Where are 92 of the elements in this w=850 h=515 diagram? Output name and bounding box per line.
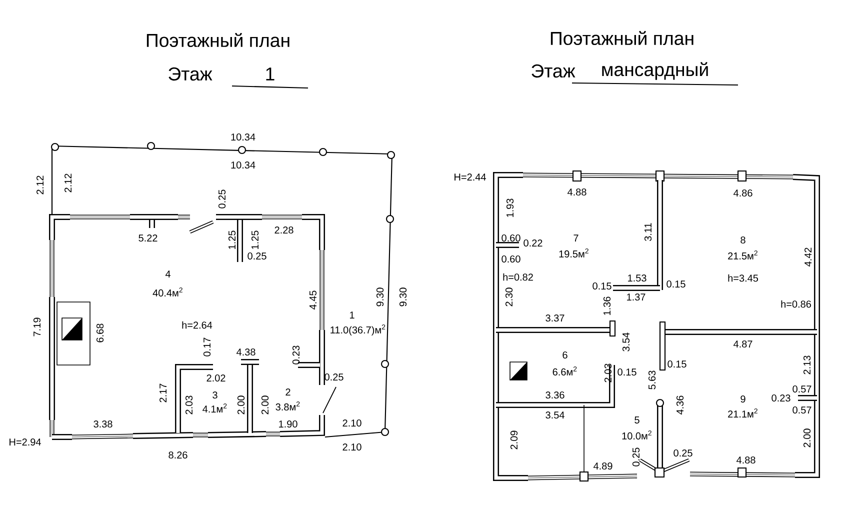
room-area: 10.0м$^{2}$ [622,430,652,440]
heading: Поэтажный план [550,30,694,46]
dimension-label: 2.00 [803,428,811,448]
dimension-label: 4.89 [594,462,612,470]
dimension-label: 9.30 [376,288,384,306]
dimension-label: 9.30 [399,288,407,306]
dimension-label: 2.00 [237,396,245,414]
dimension-label: 0.17 [203,338,211,356]
room-number: 4 [165,270,170,278]
dimension-label: 0.15 [666,280,686,288]
dimension-label: 2.10 [342,443,362,451]
dimension-label: 10.34 [231,133,256,141]
room-area: 21.1м$^{2}$ [728,408,758,418]
dimension-label: 1.90 [279,420,298,428]
room-number: 9 [740,395,746,403]
dimension-label: 1.37 [627,293,646,301]
dimension-label: 3.11 [644,223,652,241]
height-label: H=2.94 [10,438,41,446]
floor-value: мансардный [602,62,708,80]
room-number: 3 [212,391,218,399]
dimension-label: 4.38 [236,348,256,356]
height-label: h=3.45 [728,274,758,282]
room-area: 6.6м$^{2}$ [552,366,577,376]
dimension-label: 0.23 [292,346,300,364]
dimension-label: 0.15 [668,360,686,368]
dimension-label: 0.57 [792,406,812,414]
dimension-label: 2.12 [36,176,44,194]
dimension-label: 1.53 [628,274,646,282]
dimension-label: 4.86 [734,189,752,197]
height-label: h=0.82 [503,273,533,281]
heading: Этаж [168,67,212,81]
room-number: 8 [740,236,746,244]
dimension-label: 0.15 [592,282,612,290]
room-number: 6 [562,351,568,359]
dimension-label: 0.25 [218,190,226,208]
dimension-label: 1.93 [506,198,514,217]
height-label: H=2.44 [454,174,486,180]
room-number: 2 [286,388,290,396]
dimension-label: 0.23 [772,394,790,402]
dimension-label: 5.63 [648,370,656,390]
dimension-label: 0.25 [248,252,266,260]
dimension-label: 0.22 [524,239,542,247]
dimension-label: 0.60 [502,255,520,263]
room-area: 40.4м$^{2}$ [152,288,182,297]
dimension-label: 1.36 [603,296,611,315]
dimension-label: 7.19 [33,318,41,336]
room-area: 3.8м$^{2}$ [276,402,300,411]
heading: Поэтажный план [146,32,290,48]
dimension-label: 4.42 [804,248,812,266]
room-number: 1 [350,312,354,318]
height-label: h=0.86 [781,300,811,308]
height-label: h=2.64 [182,321,212,329]
room-area: 4.1м$^{2}$ [202,404,227,412]
dimension-label: 4.87 [734,340,752,348]
dimension-label: 2.03 [185,396,193,414]
dimension-label: 2.30 [505,288,513,306]
dimension-label: 2.02 [206,374,226,382]
dimension-label: 2.28 [274,226,294,234]
dimension-label: 4.45 [310,290,316,310]
dimension-label: 10.34 [231,161,256,169]
dimension-label: 2.17 [160,384,166,402]
dimension-label: 3.36 [546,391,564,399]
dimension-label: 6.68 [96,324,104,342]
dimension-label: 4.88 [736,456,756,464]
dimension-label: 2.00 [261,396,269,414]
dimension-label: 3.54 [546,411,564,419]
heading: Этаж [532,64,576,78]
room-area: 21.5м$^{2}$ [728,250,758,260]
dimension-label: 4.36 [676,396,684,414]
dimension-label: 3.54 [622,332,630,352]
dimension-label: 4.88 [568,188,586,196]
dimension-label: 0.57 [792,385,812,393]
dimension-label: 2.13 [803,356,811,374]
dimension-label: 1.25 [251,230,259,249]
dimension-label: 0.25 [324,373,344,381]
room-area: 19.5м$^{2}$ [559,248,588,258]
dimension-label: 5.22 [138,234,158,242]
floor-value: 1 [266,68,274,80]
dimension-label: 0.15 [618,368,636,376]
dimension-label: 0.60 [502,234,520,242]
dimension-label: 2.12 [64,174,72,192]
dimension-label: 1.25 [228,230,236,249]
dimension-label: 2.09 [510,430,518,450]
room-number: 7 [574,234,578,242]
dimension-label: 8.26 [168,451,188,459]
room-area: 11.0(36.7)м$^{2}$ [330,324,386,336]
dimension-label: 3.38 [94,420,112,428]
dimension-label: 2.10 [342,419,362,427]
dimension-label: 0.25 [632,448,640,466]
room-number: 5 [634,416,640,424]
dimension-label: 3.37 [546,314,564,322]
dimension-label: 0.25 [674,449,692,457]
